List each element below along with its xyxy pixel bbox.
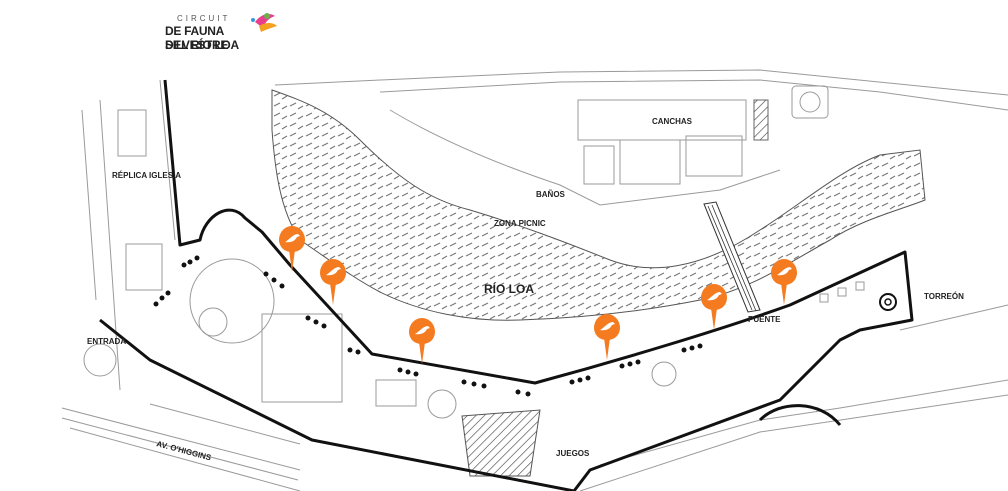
logo-line1: CIRCUIT bbox=[177, 14, 231, 23]
bird-location-pin-icon[interactable] bbox=[701, 284, 727, 330]
benches bbox=[153, 255, 703, 397]
bird-location-pin-icon[interactable] bbox=[279, 226, 305, 272]
label-replica-iglesia: RÉPLICA IGLESIA bbox=[112, 171, 181, 180]
label-canchas: CANCHAS bbox=[652, 117, 693, 126]
bridge bbox=[703, 201, 761, 313]
bird-location-pin-icon[interactable] bbox=[409, 318, 435, 364]
logo-line3: DEL RÍO LOA bbox=[165, 38, 239, 52]
label-banos: BAÑOS bbox=[536, 190, 566, 199]
perimeter-path-2 bbox=[758, 404, 842, 426]
bird-location-pin-icon[interactable] bbox=[771, 259, 797, 305]
label-puente: PUENTE bbox=[748, 315, 781, 324]
street-outlines bbox=[61, 69, 1008, 491]
perimeter-path bbox=[99, 318, 575, 491]
label-torreon: TORREÓN bbox=[924, 292, 964, 301]
logo-line2: DE FAUNA SILVESTRE bbox=[165, 24, 229, 52]
logo: CIRCUIT DE FAUNA SILVESTRE DEL RÍO LOA bbox=[163, 8, 283, 58]
bird-location-pin-icon[interactable] bbox=[320, 259, 346, 305]
river bbox=[271, 89, 926, 321]
label-entrada: ENTRADA bbox=[87, 337, 126, 346]
bird-location-pin-icon[interactable] bbox=[594, 314, 620, 360]
label-juegos: JUEGOS bbox=[556, 449, 590, 458]
buildings bbox=[83, 85, 897, 477]
bird-icon bbox=[251, 13, 277, 32]
circuit-path bbox=[163, 79, 914, 491]
label-rio-loa: RÍO LOA bbox=[484, 281, 534, 296]
label-zona-picnic: ZONA PICNIC bbox=[494, 219, 546, 228]
